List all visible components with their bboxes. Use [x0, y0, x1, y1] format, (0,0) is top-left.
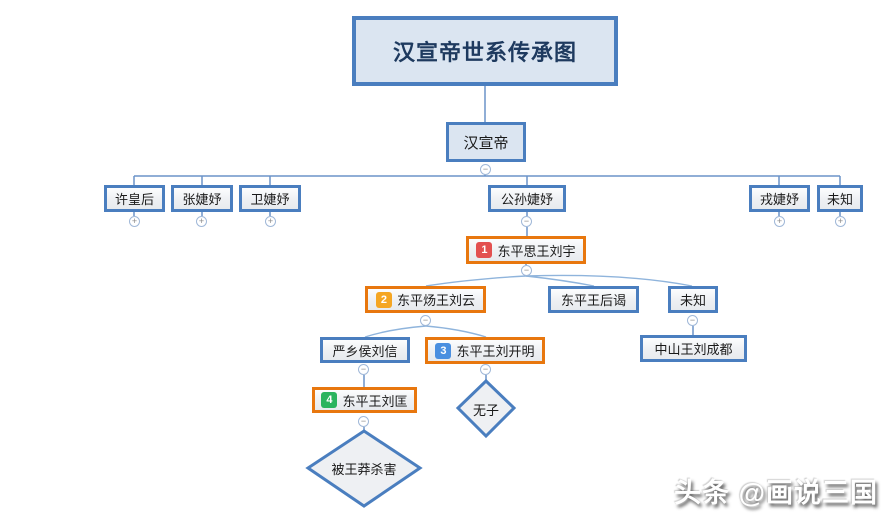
- node-consort-rong[interactable]: 戎婕妤: [749, 185, 810, 212]
- chart-title-label: 汉宣帝世系传承图: [392, 40, 577, 65]
- node-label: 张婕妤: [182, 192, 222, 207]
- collapse-toggle-liu-kaiming[interactable]: −: [480, 364, 491, 375]
- order-badge-1: 1: [476, 242, 493, 258]
- node-label: 东平王后谒: [560, 293, 626, 308]
- node-consort-gongsun[interactable]: 公孙婕妤: [488, 185, 566, 212]
- order-badge-3: 3: [435, 342, 452, 359]
- collapse-toggle-liu-kuang[interactable]: −: [358, 416, 369, 427]
- node-liu-yun[interactable]: 2 东平炀王刘云: [365, 286, 486, 313]
- expand-toggle-consort-wei[interactable]: +: [265, 216, 276, 227]
- node-unknown-wife[interactable]: 未知: [668, 286, 718, 313]
- node-consort-wei[interactable]: 卫婕妤: [239, 185, 301, 212]
- node-label: 许皇后: [114, 192, 154, 207]
- expand-toggle-unknown-consort[interactable]: +: [835, 216, 846, 227]
- diamond-label-no-heir: 无子: [472, 403, 499, 418]
- node-liu-chengdu[interactable]: 中山王刘成都: [640, 335, 747, 362]
- node-label: 东平王刘匡: [342, 393, 408, 409]
- node-liu-kaiming[interactable]: 3 东平王刘开明: [425, 337, 545, 364]
- node-label: 公孙婕妤: [500, 192, 553, 207]
- collapse-toggle-liu-xin[interactable]: −: [358, 364, 369, 375]
- node-liu-yu[interactable]: 1 东平思王刘宇: [466, 236, 586, 264]
- straight-connectors: [133, 86, 841, 431]
- node-label: 未知: [679, 293, 706, 308]
- node-liu-kuang[interactable]: 4 东平王刘匡: [312, 387, 417, 413]
- node-liu-xin[interactable]: 严乡侯刘信: [320, 337, 410, 363]
- collapse-toggle-unknown-wife[interactable]: −: [687, 315, 698, 326]
- collapse-toggle-emperor[interactable]: −: [480, 164, 491, 175]
- diamond-no-heir: [455, 378, 517, 439]
- diamond-killed-by-wang-mang: [305, 429, 423, 508]
- curved-connectors: [364, 274, 693, 338]
- node-queen-ye[interactable]: 东平王后谒: [548, 286, 639, 313]
- node-label: 汉宣帝: [463, 134, 509, 152]
- node-label: 卫婕妤: [250, 192, 290, 207]
- order-badge-4: 4: [321, 392, 338, 408]
- expand-toggle-empress-xu[interactable]: +: [129, 216, 140, 227]
- node-label: 东平炀王刘云: [396, 293, 475, 308]
- node-label: 未知: [826, 192, 853, 207]
- node-label: 严乡侯刘信: [332, 343, 398, 359]
- node-empress-xu[interactable]: 许皇后: [104, 185, 165, 212]
- diamond-label-killed-by-wang-mang: 被王莽杀害: [331, 462, 397, 477]
- watermark: 头条 @画说三国: [674, 478, 878, 508]
- node-emperor[interactable]: 汉宣帝: [446, 122, 526, 162]
- node-label: 中山王刘成都: [654, 342, 733, 357]
- chart-title: 汉宣帝世系传承图: [352, 16, 618, 86]
- node-label: 东平王刘开明: [456, 344, 535, 359]
- node-consort-zhang[interactable]: 张婕妤: [171, 185, 233, 212]
- collapse-toggle-gongsun[interactable]: −: [521, 216, 532, 227]
- collapse-toggle-liu-yu[interactable]: −: [521, 265, 532, 276]
- collapse-toggle-liu-yun[interactable]: −: [420, 315, 431, 326]
- node-label: 东平思王刘宇: [497, 243, 576, 259]
- order-badge-2: 2: [375, 291, 392, 308]
- expand-toggle-consort-zhang[interactable]: +: [196, 216, 207, 227]
- node-unknown-consort[interactable]: 未知: [817, 185, 863, 212]
- node-label: 戎婕妤: [759, 192, 799, 207]
- expand-toggle-consort-rong[interactable]: +: [774, 216, 785, 227]
